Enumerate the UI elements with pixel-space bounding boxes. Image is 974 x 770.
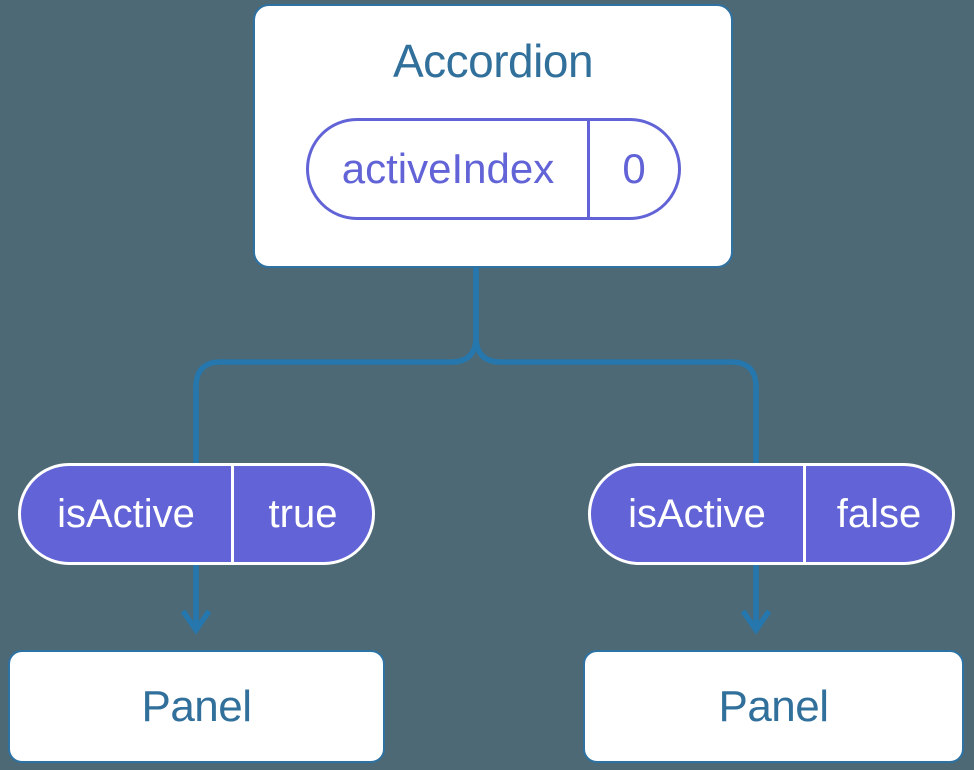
accordion-title: Accordion bbox=[392, 35, 594, 87]
arrowhead-down-left-icon bbox=[180, 609, 212, 635]
panel-node-right: Panel bbox=[583, 650, 964, 763]
connector-right-branch bbox=[473, 265, 759, 628]
state-pill-value: 0 bbox=[622, 145, 646, 192]
state-pill-divider bbox=[587, 121, 590, 217]
panel-left-label: Panel bbox=[141, 681, 252, 731]
prop-pill-right-value: false bbox=[836, 491, 922, 536]
accordion-node: Accordion activeIndex 0 bbox=[253, 4, 733, 268]
state-pill-label: activeIndex bbox=[341, 145, 555, 192]
connector-left-branch bbox=[193, 265, 479, 628]
prop-pill-left-label: isActive bbox=[57, 491, 195, 536]
prop-pill-left-divider bbox=[231, 466, 234, 562]
prop-pill-right-label: isActive bbox=[628, 491, 766, 536]
state-pill-activeindex: activeIndex 0 bbox=[306, 118, 681, 220]
prop-pill-right-divider bbox=[803, 466, 806, 562]
prop-pill-isactive-right: isActive false bbox=[588, 463, 955, 565]
prop-pill-left-value: true bbox=[268, 491, 338, 536]
prop-pill-isactive-left: isActive true bbox=[18, 463, 375, 565]
arrowhead-down-right-icon bbox=[740, 609, 772, 635]
panel-right-label: Panel bbox=[718, 681, 829, 731]
panel-node-left: Panel bbox=[8, 650, 385, 763]
